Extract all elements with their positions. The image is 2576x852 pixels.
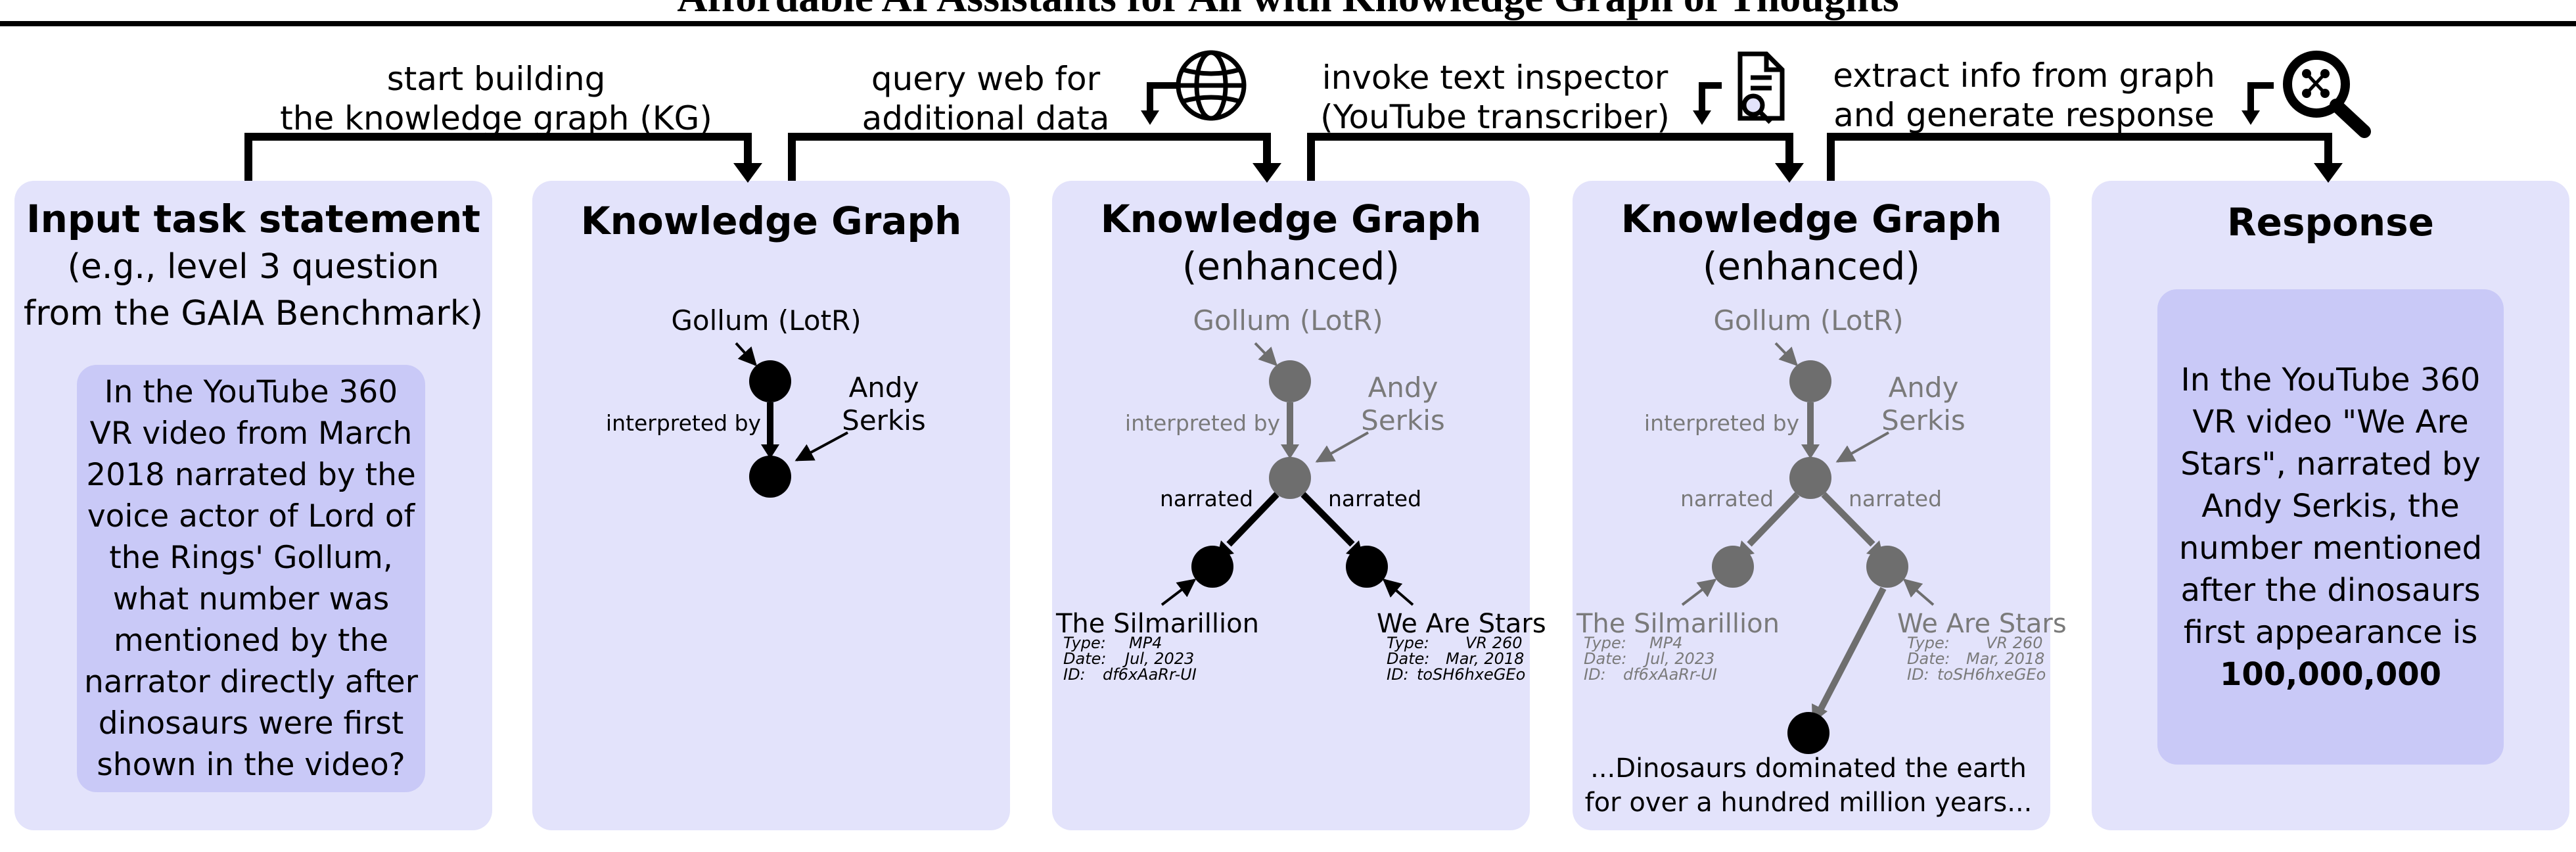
node-gollum [749, 360, 791, 402]
node-silmarillion [1191, 546, 1233, 588]
node-label-gollum: Gollum (LotR) [671, 304, 861, 337]
svg-text:Type:: Type: [1063, 634, 1106, 652]
svg-text:toSH6hxeGEo: toSH6hxeGEo [1937, 665, 2046, 684]
svg-text:ID:: ID: [1387, 665, 1409, 684]
node-andy-serkis [1789, 457, 1831, 499]
node-label-gollum: Gollum (LotR) [1713, 304, 1903, 337]
panel-knowledge-graph-enhanced-web: Knowledge Graph (enhanced) [1052, 181, 1530, 830]
flow-connector-2 [788, 133, 1281, 183]
step-label-text-inspector: invoke text inspector (YouTube transcrib… [1320, 59, 1670, 136]
node-label-andy-line2: Serkis [842, 404, 926, 437]
tool-arrow-web [1141, 82, 1176, 125]
svg-text:ID:: ID: [1063, 665, 1086, 684]
node-label-gollum: Gollum (LotR) [1193, 304, 1383, 337]
answer-value: 100,000,000 [2219, 655, 2442, 693]
edge-label-narrated: narrated [1680, 486, 1774, 511]
question-text: In the YouTube 360 VR video from March 2… [83, 374, 419, 783]
panel-subtitle: (enhanced) [1182, 244, 1400, 289]
node-we-are-stars [1866, 546, 1908, 588]
kg-enhanced-web: Gollum (LotR) interpreted by Andy Serkis… [1055, 304, 1546, 684]
step-label-generate-response: extract info from graph and generate res… [1833, 57, 2215, 134]
panel-title: Knowledge Graph [580, 199, 962, 243]
panel-response: Response In the YouTube 360 VR video "We… [2092, 181, 2569, 830]
node-label-andy-line1: Andy [849, 371, 919, 404]
panel-input-task: Input task statement (e.g., level 3 ques… [14, 181, 492, 830]
transcript-line-2: for over a hundred million years... [1585, 788, 2033, 818]
kg-enhanced-transcript: Gollum (LotR) interpreted by Andy Serkis… [1576, 304, 2067, 818]
svg-text:MP4: MP4 [1129, 634, 1162, 652]
svg-text:VR 260: VR 260 [1986, 634, 2043, 652]
graph-search-icon [2283, 51, 2371, 138]
svg-text:Date:: Date: [1907, 650, 1950, 668]
panel-subtitle: (e.g., level 3 question [67, 247, 440, 287]
svg-text:MP4: MP4 [1649, 634, 1682, 652]
panel-title: Response [2226, 200, 2435, 245]
edge-label-interpreted-by: interpreted by [606, 410, 761, 436]
node-label-andy-line2: Serkis [1361, 404, 1445, 437]
svg-text:df6xAaRr-UI: df6xAaRr-UI [1623, 665, 1717, 684]
svg-text:Jul, 2023: Jul, 2023 [1122, 650, 1194, 668]
panel-subtitle: (enhanced) [1702, 244, 1921, 289]
edge-label-interpreted-by: interpreted by [1644, 410, 1799, 436]
tool-arrow-response [2242, 82, 2274, 125]
flow-connector-4 [1827, 133, 2343, 183]
step-label-start: start building the knowledge graph (KG) [280, 60, 712, 137]
question-box: In the YouTube 360 VR video from March 2… [77, 365, 425, 792]
svg-text:Mar, 2018: Mar, 2018 [1966, 650, 2044, 668]
globe-icon [1176, 50, 1247, 121]
node-transcript [1787, 712, 1829, 754]
figure-title: Affordable AI Assistants for All with Kn… [0, 0, 2576, 24]
node-label-silmarillion: The Silmarillion [1055, 609, 1259, 639]
step-label-web-query: query web for additional data [862, 60, 1110, 137]
edge-label-interpreted-by: interpreted by [1125, 410, 1280, 436]
node-gollum [1269, 360, 1311, 402]
kg-basic: Gollum (LotR) interpreted by Andy Serkis [606, 304, 926, 498]
node-silmarillion [1712, 546, 1754, 588]
node-label-andy-line2: Serkis [1881, 404, 1966, 437]
svg-text:df6xAaRr-UI: df6xAaRr-UI [1103, 665, 1197, 684]
edge-label-narrated: narrated [1160, 486, 1253, 511]
node-we-are-stars [1346, 546, 1388, 588]
answer-text: In the YouTube 360 VR video "We Are Star… [2178, 361, 2483, 651]
transcript-line-1: ...Dinosaurs dominated the earth [1590, 753, 2027, 784]
node-label-we-are-stars: We Are Stars [1377, 609, 1546, 639]
node-label-andy-line1: Andy [1889, 371, 1959, 404]
flow-connector-1 [244, 133, 762, 183]
svg-text:Date:: Date: [1584, 650, 1626, 668]
node-andy-serkis [749, 456, 791, 498]
svg-text:Type:: Type: [1387, 634, 1429, 652]
svg-text:Date:: Date: [1387, 650, 1429, 668]
panel-title: Knowledge Graph [1621, 197, 2002, 241]
svg-text:Type:: Type: [1907, 634, 1950, 652]
node-gollum [1789, 360, 1831, 402]
title-divider [0, 21, 2576, 26]
flow-connector-3 [1307, 133, 1804, 183]
svg-text:Mar, 2018: Mar, 2018 [1446, 650, 1524, 668]
svg-text:Type:: Type: [1584, 634, 1626, 652]
tool-arrow-inspector [1693, 82, 1722, 125]
node-label-andy-line1: Andy [1368, 371, 1438, 404]
document-search-icon [1737, 51, 1785, 124]
edge-label-narrated: narrated [1849, 486, 1942, 511]
node-andy-serkis [1269, 457, 1311, 499]
svg-text:ID:: ID: [1907, 665, 1929, 684]
svg-text:ID:: ID: [1584, 665, 1606, 684]
node-label-silmarillion: The Silmarillion [1576, 609, 1780, 639]
svg-text:Date:: Date: [1063, 650, 1106, 668]
panel-subtitle: from the GAIA Benchmark) [23, 294, 484, 333]
edge-label-narrated: narrated [1328, 486, 1421, 511]
svg-text:Jul, 2023: Jul, 2023 [1643, 650, 1714, 668]
svg-text:VR 260: VR 260 [1465, 634, 1523, 652]
panel-title: Input task statement [26, 197, 480, 241]
panel-knowledge-graph: Knowledge Graph [532, 181, 1010, 830]
node-label-we-are-stars: We Are Stars [1897, 609, 2067, 639]
panel-title: Knowledge Graph [1100, 197, 1482, 241]
svg-text:toSH6hxeGEo: toSH6hxeGEo [1417, 665, 1525, 684]
answer-box: In the YouTube 360 VR video "We Are Star… [2157, 289, 2504, 765]
